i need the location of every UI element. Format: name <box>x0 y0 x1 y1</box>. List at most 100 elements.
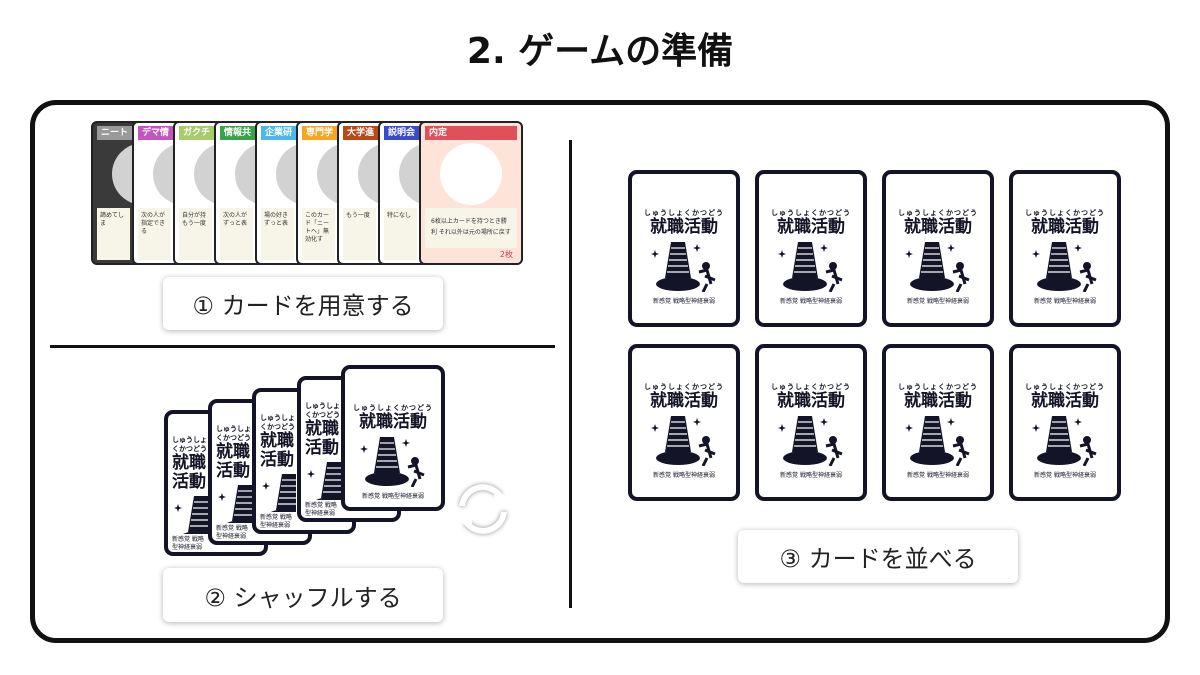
stairs-illustration-icon <box>174 496 208 534</box>
card-header-label: デマ情 <box>142 128 170 138</box>
card-ruby: しゅうしょくかつどう <box>1025 383 1105 391</box>
stairs-illustration-icon <box>905 242 970 293</box>
card-text: 諦めてしま <box>97 208 130 260</box>
card-ruby: しゅうしょくかつどう <box>216 425 251 442</box>
card-text: 自分が持 もう一度 <box>179 208 212 260</box>
card-subtitle: 新感覚 戦略型神経衰弱 <box>780 472 842 479</box>
step-shuffle-label: ② シャッフルする <box>163 568 443 622</box>
card-subtitle: 新感覚 戦略型神経衰弱 <box>305 502 337 517</box>
stairs-illustration-icon <box>262 474 296 512</box>
stairs-illustration-icon <box>307 462 341 500</box>
card-name: 就職活動 <box>172 453 206 492</box>
card-art <box>776 240 846 293</box>
card-ruby: しゅうしょくかつどう <box>898 209 978 217</box>
card-back: しゅうしょくかつどう 就職活動 新感覚 戦略型神経衰弱 <box>755 344 867 501</box>
card-name: 就職活動 <box>777 217 845 237</box>
card-text: 場の好き ずっと表 <box>261 208 294 260</box>
card-back: しゅうしょくかつどう 就職活動 新感覚 戦略型神経衰弱 <box>882 344 994 501</box>
card-subtitle: 新感覚 戦略型神経衰弱 <box>907 298 969 305</box>
card-text: 次の人が ずっと表 <box>220 208 253 260</box>
card-art <box>649 240 719 293</box>
card-back: しゅうしょくかつどう 就職活動 新感覚 戦略型神経衰弱 <box>628 170 740 327</box>
card-header-label: ガクチ <box>183 128 211 138</box>
card-back: しゅうしょくかつどう 就職活動 新感覚 戦略型神経衰弱 <box>628 344 740 501</box>
card-name: 就職活動 <box>1031 391 1099 411</box>
card-subtitle: 新感覚 戦略型神経衰弱 <box>172 536 204 551</box>
card-ruby: しゅうしょくかつどう <box>305 402 340 419</box>
card-ruby: しゅうしょくかつどう <box>898 383 978 391</box>
card-ruby: しゅうしょくかつどう <box>771 209 851 217</box>
stairs-illustration-icon <box>778 416 843 467</box>
card-art <box>172 494 208 534</box>
card-subtitle: 新感覚 戦略型神経衰弱 <box>653 298 715 305</box>
stairs-illustration-icon <box>651 416 716 467</box>
stairs-illustration-icon <box>1032 242 1097 293</box>
step-arrange-label: ③ カードを並べる <box>738 530 1018 583</box>
card-name: 就職活動 <box>904 391 972 411</box>
card-name: 就職活動 <box>777 391 845 411</box>
card-ruby: しゅうしょくかつどう <box>260 414 295 431</box>
stairs-illustration-icon <box>651 242 716 293</box>
card-subtitle: 新感覚 戦略型神経衰弱 <box>1034 472 1096 479</box>
card-name: 就職活動 <box>1031 217 1099 237</box>
shuffle-rotate-icon <box>458 484 508 534</box>
card-subtitle: 新感覚 戦略型神経衰弱 <box>653 472 715 479</box>
stairs-illustration-icon <box>778 242 843 293</box>
card-art <box>260 472 296 512</box>
page-title: 2. ゲームの準備 <box>466 31 734 72</box>
card-text: 6枚以上カードを持つとき勝利 それ以外は元の場所に戻す <box>425 208 517 248</box>
card-header-label: ニート <box>101 128 129 138</box>
card-name: 就職活動 <box>904 217 972 237</box>
card-text: 特になし <box>384 208 417 260</box>
card-art <box>903 414 973 467</box>
card-art <box>1030 414 1100 467</box>
card-name: 就職活動 <box>650 217 718 237</box>
card-header-label: 専門学 <box>306 128 334 138</box>
card-back: しゅうしょくかつどう 就職活動 新感覚 戦略型神経衰弱 <box>755 170 867 327</box>
card-subtitle: 新感覚 戦略型神経衰弱 <box>362 493 424 500</box>
card-back: しゅうしょくかつどう 就職活動 新感覚 戦略型神経衰弱 <box>1009 344 1121 501</box>
card-name: 就職活動 <box>359 412 427 432</box>
card-header-label: 説明会 <box>388 128 416 138</box>
card-ruby: しゅうしょくかつどう <box>644 209 724 217</box>
card-back: しゅうしょくかつどう 就職活動 新感覚 戦略型神経衰弱 <box>341 365 445 511</box>
card-header-label: 大学進 <box>347 128 375 138</box>
card-header-label: 企業研 <box>265 128 293 138</box>
card-name: 就職活動 <box>260 431 294 470</box>
content-frame <box>30 100 1170 643</box>
card-header-label: 情報共 <box>224 128 252 138</box>
card-ruby: しゅうしょくかつどう <box>644 383 724 391</box>
card-subtitle: 新感覚 戦略型神経衰弱 <box>1034 298 1096 305</box>
card-art <box>1030 240 1100 293</box>
card-subtitle: 新感覚 戦略型神経衰弱 <box>260 514 292 529</box>
card-art <box>903 240 973 293</box>
card-art <box>649 414 719 467</box>
card-header-label: 内定 <box>429 128 448 138</box>
card-subtitle: 新感覚 戦略型神経衰弱 <box>216 525 248 540</box>
card-count: 2枚 <box>499 250 513 259</box>
card-art <box>216 483 252 523</box>
card-back: しゅうしょくかつどう 就職活動 新感覚 戦略型神経衰弱 <box>882 170 994 327</box>
horizontal-divider <box>50 345 555 348</box>
card-text: このカード「ニートへ」無効化す <box>302 208 335 260</box>
card-ruby: しゅうしょくかつどう <box>172 436 207 453</box>
step-prepare-label: ① カードを用意する <box>163 277 443 330</box>
stairs-illustration-icon <box>218 485 252 523</box>
card-art <box>358 435 428 488</box>
card-ruby: しゅうしょくかつどう <box>1025 209 1105 217</box>
card-art <box>776 414 846 467</box>
card-name: 就職活動 <box>650 391 718 411</box>
card-name: 就職活動 <box>305 419 339 458</box>
vertical-divider <box>569 140 572 608</box>
card-text: もう一度 <box>343 208 376 260</box>
card-text: 次の人が 指定できる <box>138 208 171 260</box>
stairs-illustration-icon <box>1032 416 1097 467</box>
card-art <box>305 460 341 500</box>
stairs-illustration-icon <box>905 416 970 467</box>
card-ruby: しゅうしょくかつどう <box>771 383 851 391</box>
card-ruby: しゅうしょくかつどう <box>353 404 433 412</box>
front-card: 内定 6枚以上カードを持つとき勝利 それ以外は元の場所に戻す 2枚 <box>419 121 523 265</box>
card-back: しゅうしょくかつどう 就職活動 新感覚 戦略型神経衰弱 <box>1009 170 1121 327</box>
card-header: 内定 <box>425 126 517 140</box>
card-subtitle: 新感覚 戦略型神経衰弱 <box>907 472 969 479</box>
